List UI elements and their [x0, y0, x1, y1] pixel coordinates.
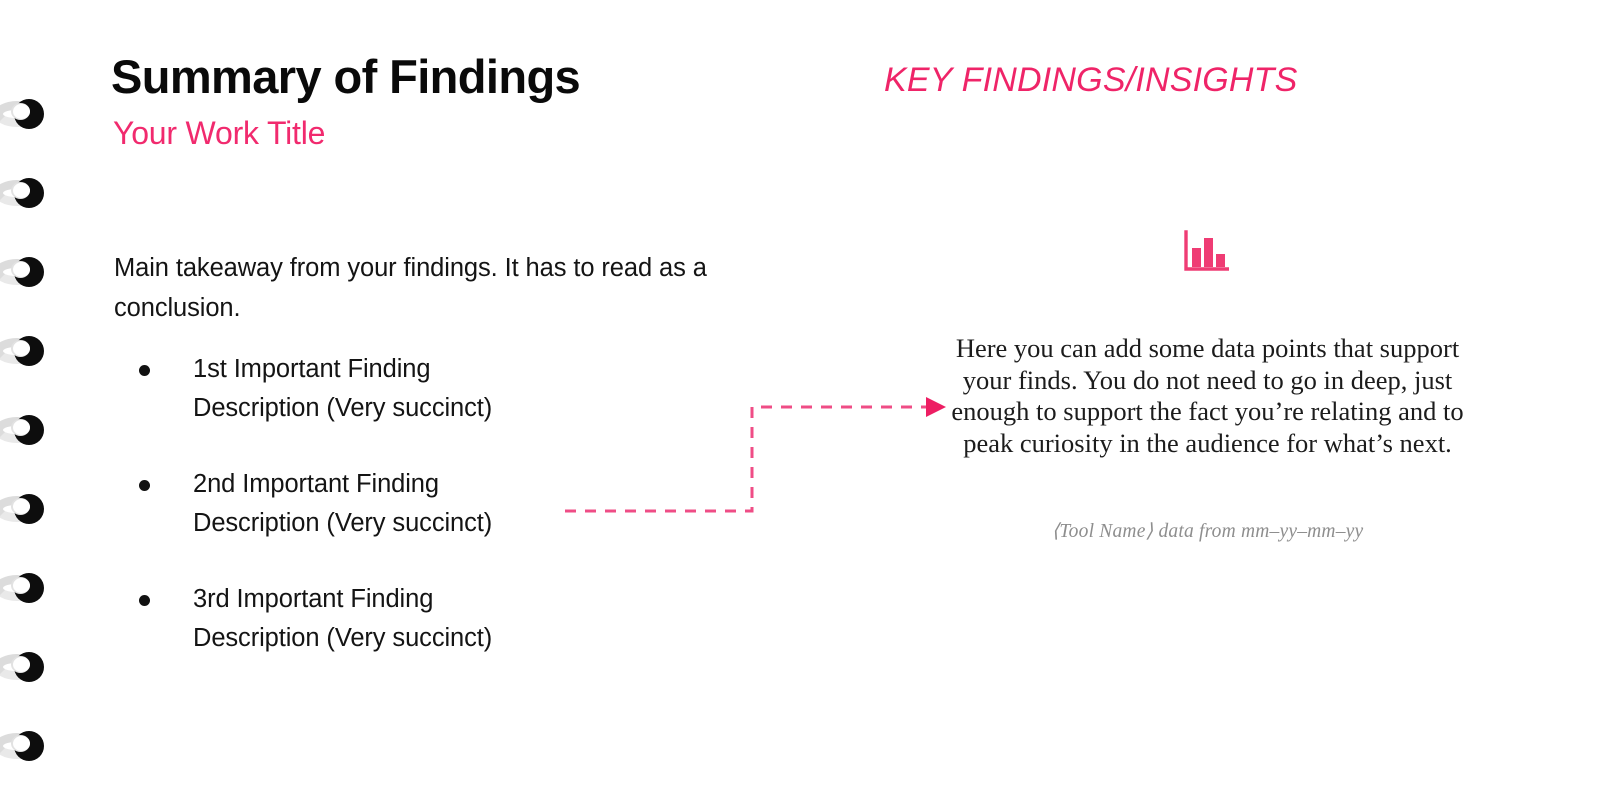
binding-ring — [0, 334, 62, 380]
binding-hook — [14, 573, 44, 603]
binding-hook — [14, 257, 44, 287]
dashed-connector-arrow — [565, 397, 946, 513]
insight-paragraph: Here you can add some data points that s… — [951, 333, 1464, 458]
binding-hook — [14, 494, 44, 524]
bar-chart-icon — [1184, 230, 1229, 271]
page-subtitle: Your Work Title — [113, 115, 326, 151]
finding-heading: 2nd Important Finding — [193, 470, 439, 498]
binding-hook — [14, 415, 44, 445]
binding-hook — [14, 336, 44, 366]
insight-source-caption: ⟨Tool Name⟩ data from mm–yy–mm–yy — [1051, 521, 1364, 542]
finding-heading: 1st Important Finding — [193, 355, 431, 383]
spiral-binding — [0, 0, 70, 796]
binding-ring — [0, 571, 62, 617]
binding-hole — [13, 183, 30, 198]
binding-hook — [14, 652, 44, 682]
main-takeaway-text: Main takeaway from your findings. It has… — [114, 254, 707, 322]
binding-hook — [14, 178, 44, 208]
binding-hole — [13, 262, 30, 277]
binding-ring — [0, 650, 62, 696]
binding-ring — [0, 255, 62, 301]
binding-wire — [0, 654, 40, 680]
binding-wire — [0, 575, 40, 601]
binding-hook — [14, 99, 44, 129]
binding-hole — [13, 499, 30, 514]
binding-hole — [13, 657, 30, 672]
binding-hole — [13, 104, 30, 119]
binding-hole — [13, 736, 30, 751]
finding-description: Description (Very succinct) — [193, 508, 493, 537]
bullet-dot-icon — [139, 365, 150, 376]
page-title: Summary of Findings — [111, 50, 581, 103]
binding-wire — [0, 338, 40, 364]
binding-wire — [0, 496, 40, 522]
section-label-key-findings: KEY FINDINGS/INSIGHTS — [884, 61, 1298, 99]
finding-heading: 3rd Important Finding — [193, 585, 434, 613]
binding-wire — [0, 180, 40, 206]
bullet-dot-icon — [139, 480, 150, 491]
binding-ring — [0, 413, 62, 459]
bullet-dot-icon — [139, 595, 150, 606]
binding-hole — [13, 420, 30, 435]
finding-description: Description (Very succinct) — [193, 623, 493, 652]
binding-wire — [0, 733, 40, 759]
finding-description: Description (Very succinct) — [193, 393, 493, 422]
binding-ring — [0, 729, 62, 775]
binding-ring — [0, 492, 62, 538]
binding-wire — [0, 417, 40, 443]
binding-ring — [0, 176, 62, 222]
binding-wire — [0, 259, 40, 285]
binding-ring — [0, 97, 62, 143]
binding-wire — [0, 101, 40, 127]
binding-hole — [13, 341, 30, 356]
binding-hole — [13, 578, 30, 593]
binding-hook — [14, 731, 44, 761]
